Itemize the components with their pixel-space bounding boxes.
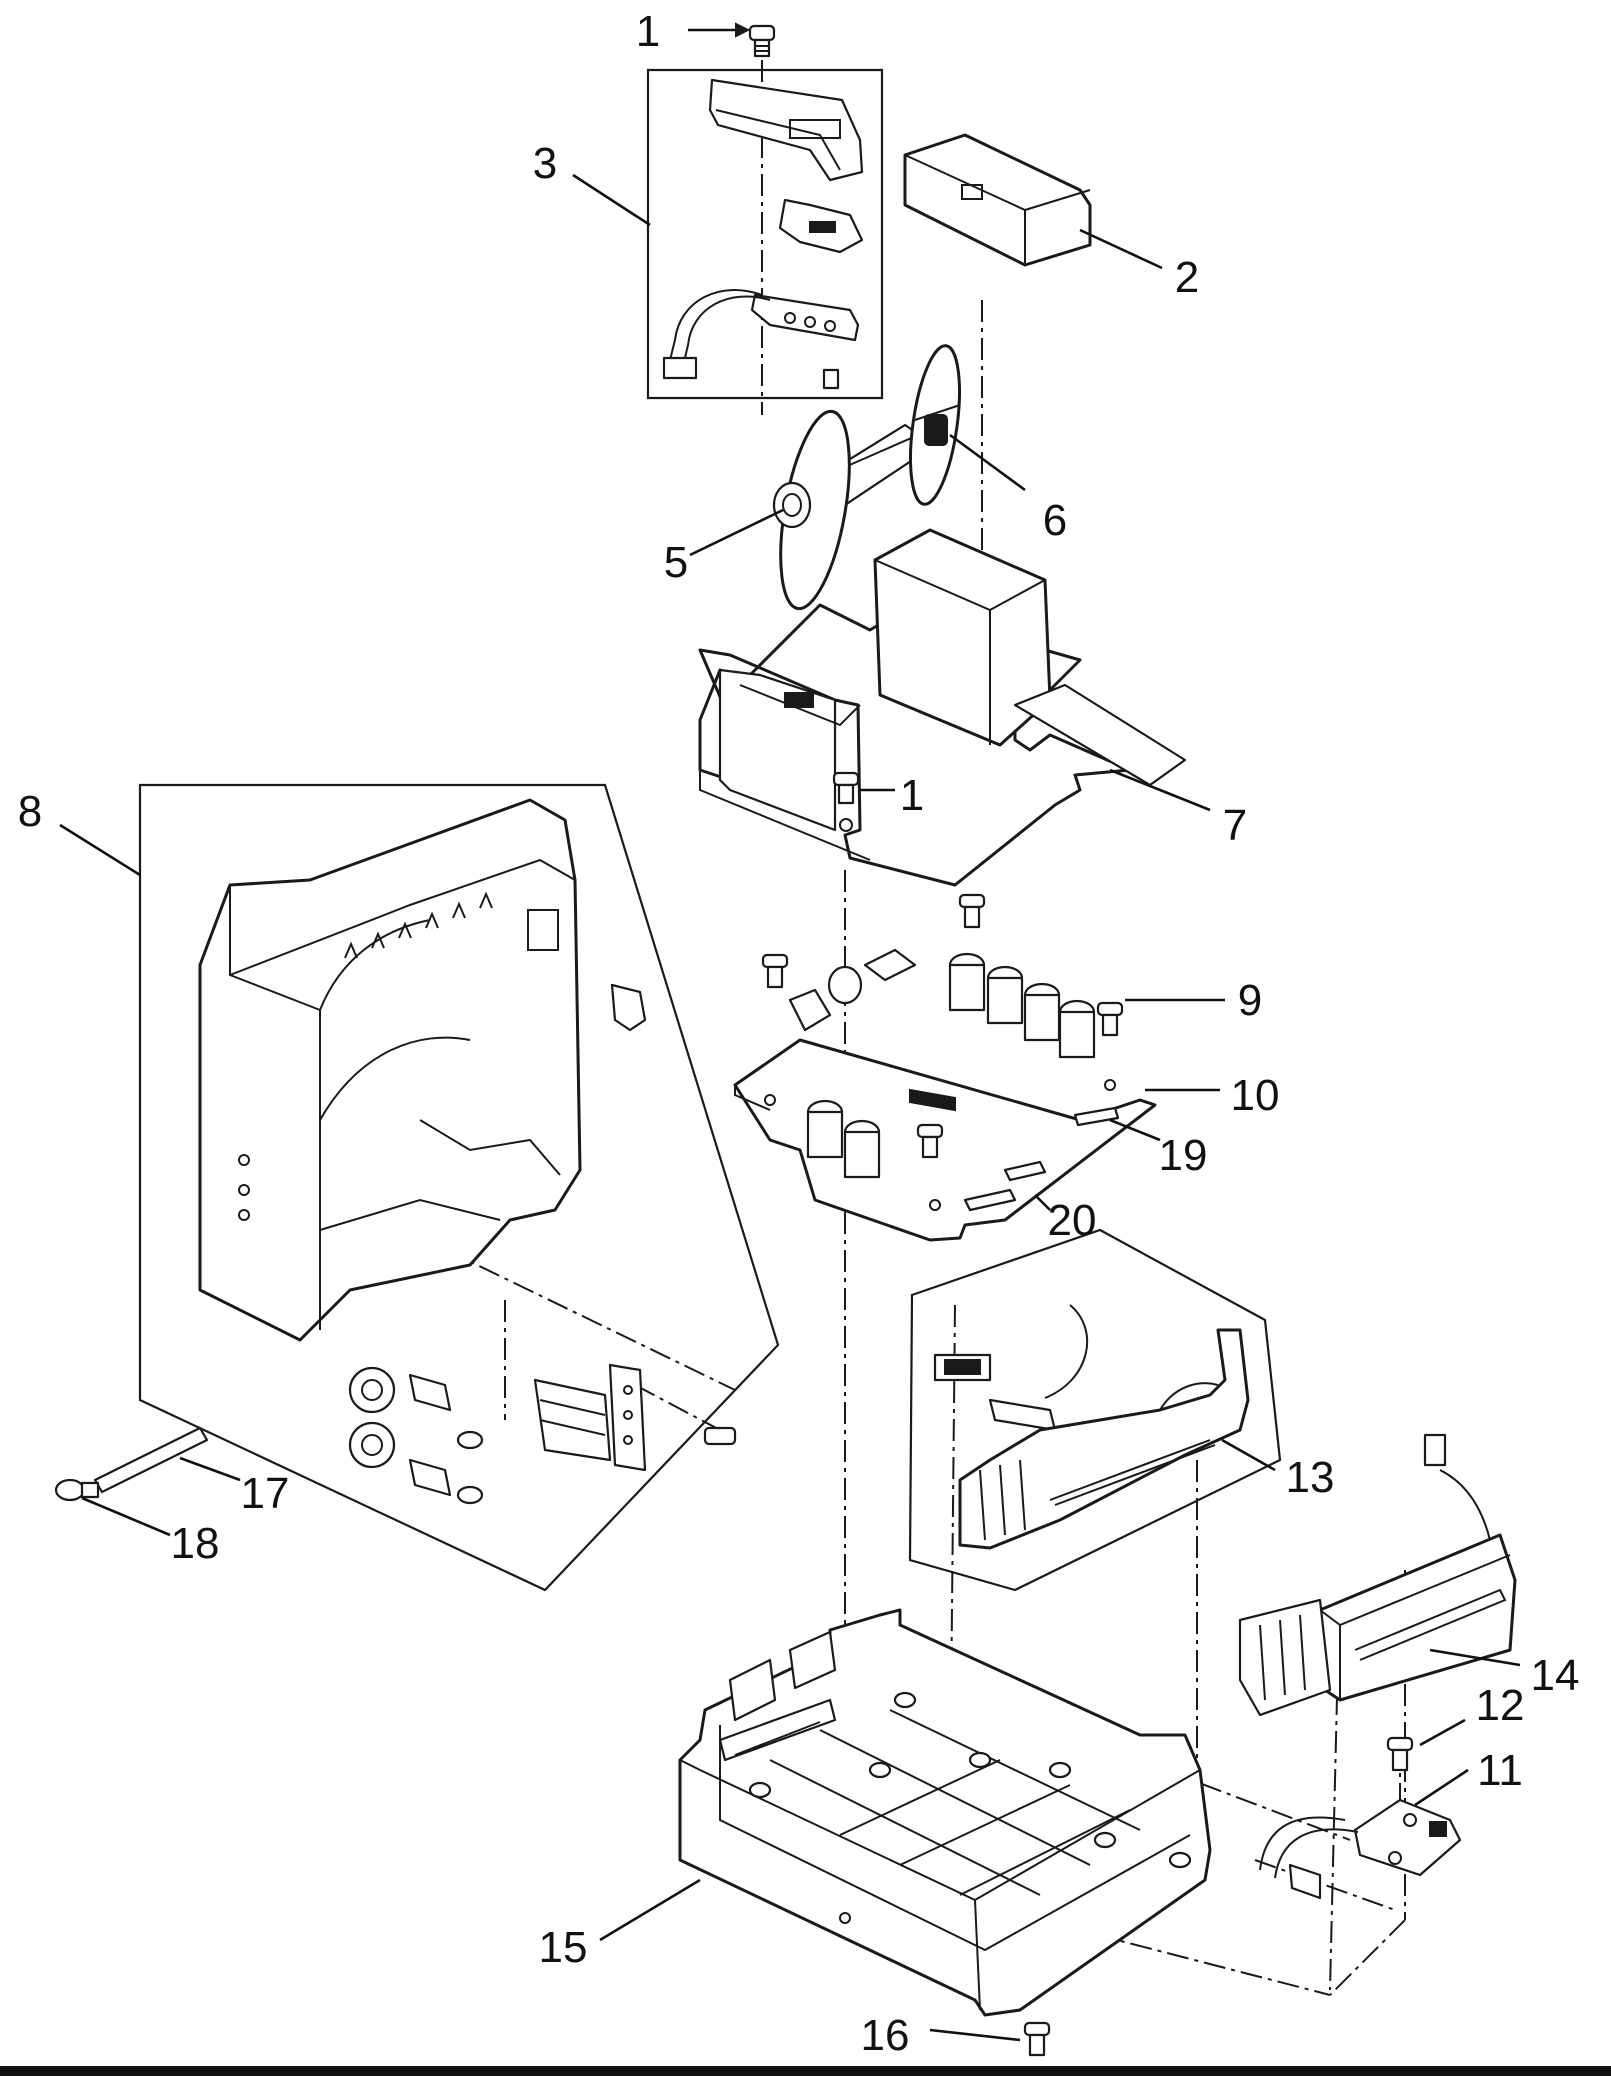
callout-7: 7 <box>1223 801 1247 850</box>
switch-assembly-part-3 <box>646 68 884 400</box>
outer-cover-assembly-part-8 <box>138 783 780 1592</box>
roll-hub-part-5 <box>772 481 812 529</box>
base-tray-part-15 <box>678 1608 1212 2017</box>
screw-part-1-top <box>748 24 776 58</box>
pin-part-17 <box>93 1426 209 1494</box>
page-bottom-edge <box>0 2066 1611 2076</box>
screw-part-12 <box>1386 1736 1414 1772</box>
screw-part-18 <box>54 1478 100 1502</box>
callout-10: 10 <box>1231 1071 1280 1120</box>
callout-13: 13 <box>1286 1453 1335 1502</box>
sensor-board-part-11 <box>1259 1798 1462 1900</box>
callout-1-frame: 1 <box>900 771 924 820</box>
callout-3: 3 <box>533 139 557 188</box>
callout-labels: 1 1 2 3 5 6 7 8 9 10 11 12 13 14 15 16 1… <box>18 7 1580 2060</box>
callout-12: 12 <box>1476 1681 1525 1730</box>
print-mechanism-assembly-part-13 <box>908 1228 1282 1592</box>
screw-part-16 <box>1023 2021 1051 2057</box>
callout-5: 5 <box>664 538 688 587</box>
callout-6: 6 <box>1043 496 1067 545</box>
cover-block-part-2 <box>903 133 1092 267</box>
board-screws-part-9 <box>761 893 1124 1159</box>
callout-11: 11 <box>1477 1746 1523 1795</box>
callout-16: 16 <box>861 2011 910 2060</box>
callout-14: 14 <box>1531 1651 1580 1700</box>
main-circuit-board-part-10 <box>733 948 1157 1242</box>
callout-20: 20 <box>1048 1196 1097 1245</box>
front-frame-part-14 <box>1238 1433 1517 1717</box>
callout-9: 9 <box>1238 976 1262 1025</box>
callout-18: 18 <box>171 1519 220 1568</box>
screw-part-1-frame <box>832 771 860 832</box>
roll-holder-part-6 <box>779 344 961 611</box>
rollers <box>348 1366 484 1505</box>
leader-lines <box>59 22 1521 2042</box>
callout-1-top: 1 <box>636 7 660 56</box>
slide-bracket <box>533 1363 737 1472</box>
callout-17: 17 <box>241 1469 290 1518</box>
inner-frame-part-7 <box>698 528 1187 887</box>
callout-15: 15 <box>539 1923 588 1972</box>
callout-8: 8 <box>18 787 42 836</box>
callout-2: 2 <box>1175 253 1199 302</box>
callout-19: 19 <box>1159 1131 1208 1180</box>
capacitors <box>806 952 1096 1179</box>
